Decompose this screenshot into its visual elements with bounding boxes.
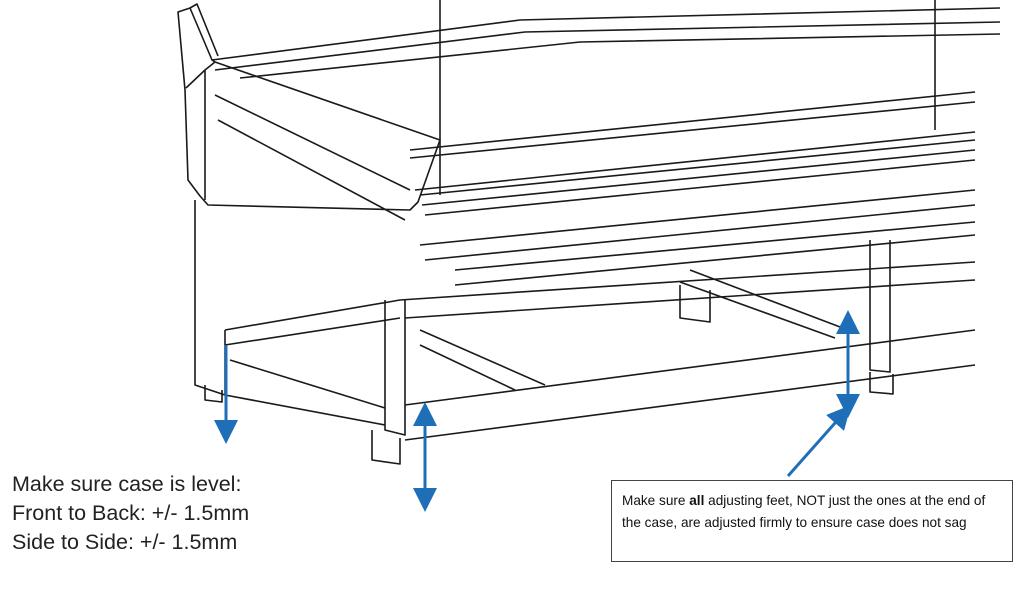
side-to-side-tolerance: Side to Side: +/- 1.5mm — [12, 530, 238, 554]
level-tolerance-notes: Make sure case is level: Front to Back: … — [12, 470, 249, 557]
callout-text-before: Make sure — [622, 493, 690, 508]
callout-emphasis: all — [689, 493, 705, 508]
callout-text-after: adjusting feet, NOT just the ones at the… — [622, 493, 986, 530]
front-to-back-tolerance: Front to Back: +/- 1.5mm — [12, 501, 250, 525]
level-heading: Make sure case is level: — [12, 472, 242, 496]
case-structure — [177, 0, 1001, 465]
leveling-arrows — [214, 310, 860, 512]
callout-pointer — [786, 405, 851, 477]
adjusting-feet-callout: Make sure all adjusting feet, NOT just t… — [611, 480, 1013, 562]
